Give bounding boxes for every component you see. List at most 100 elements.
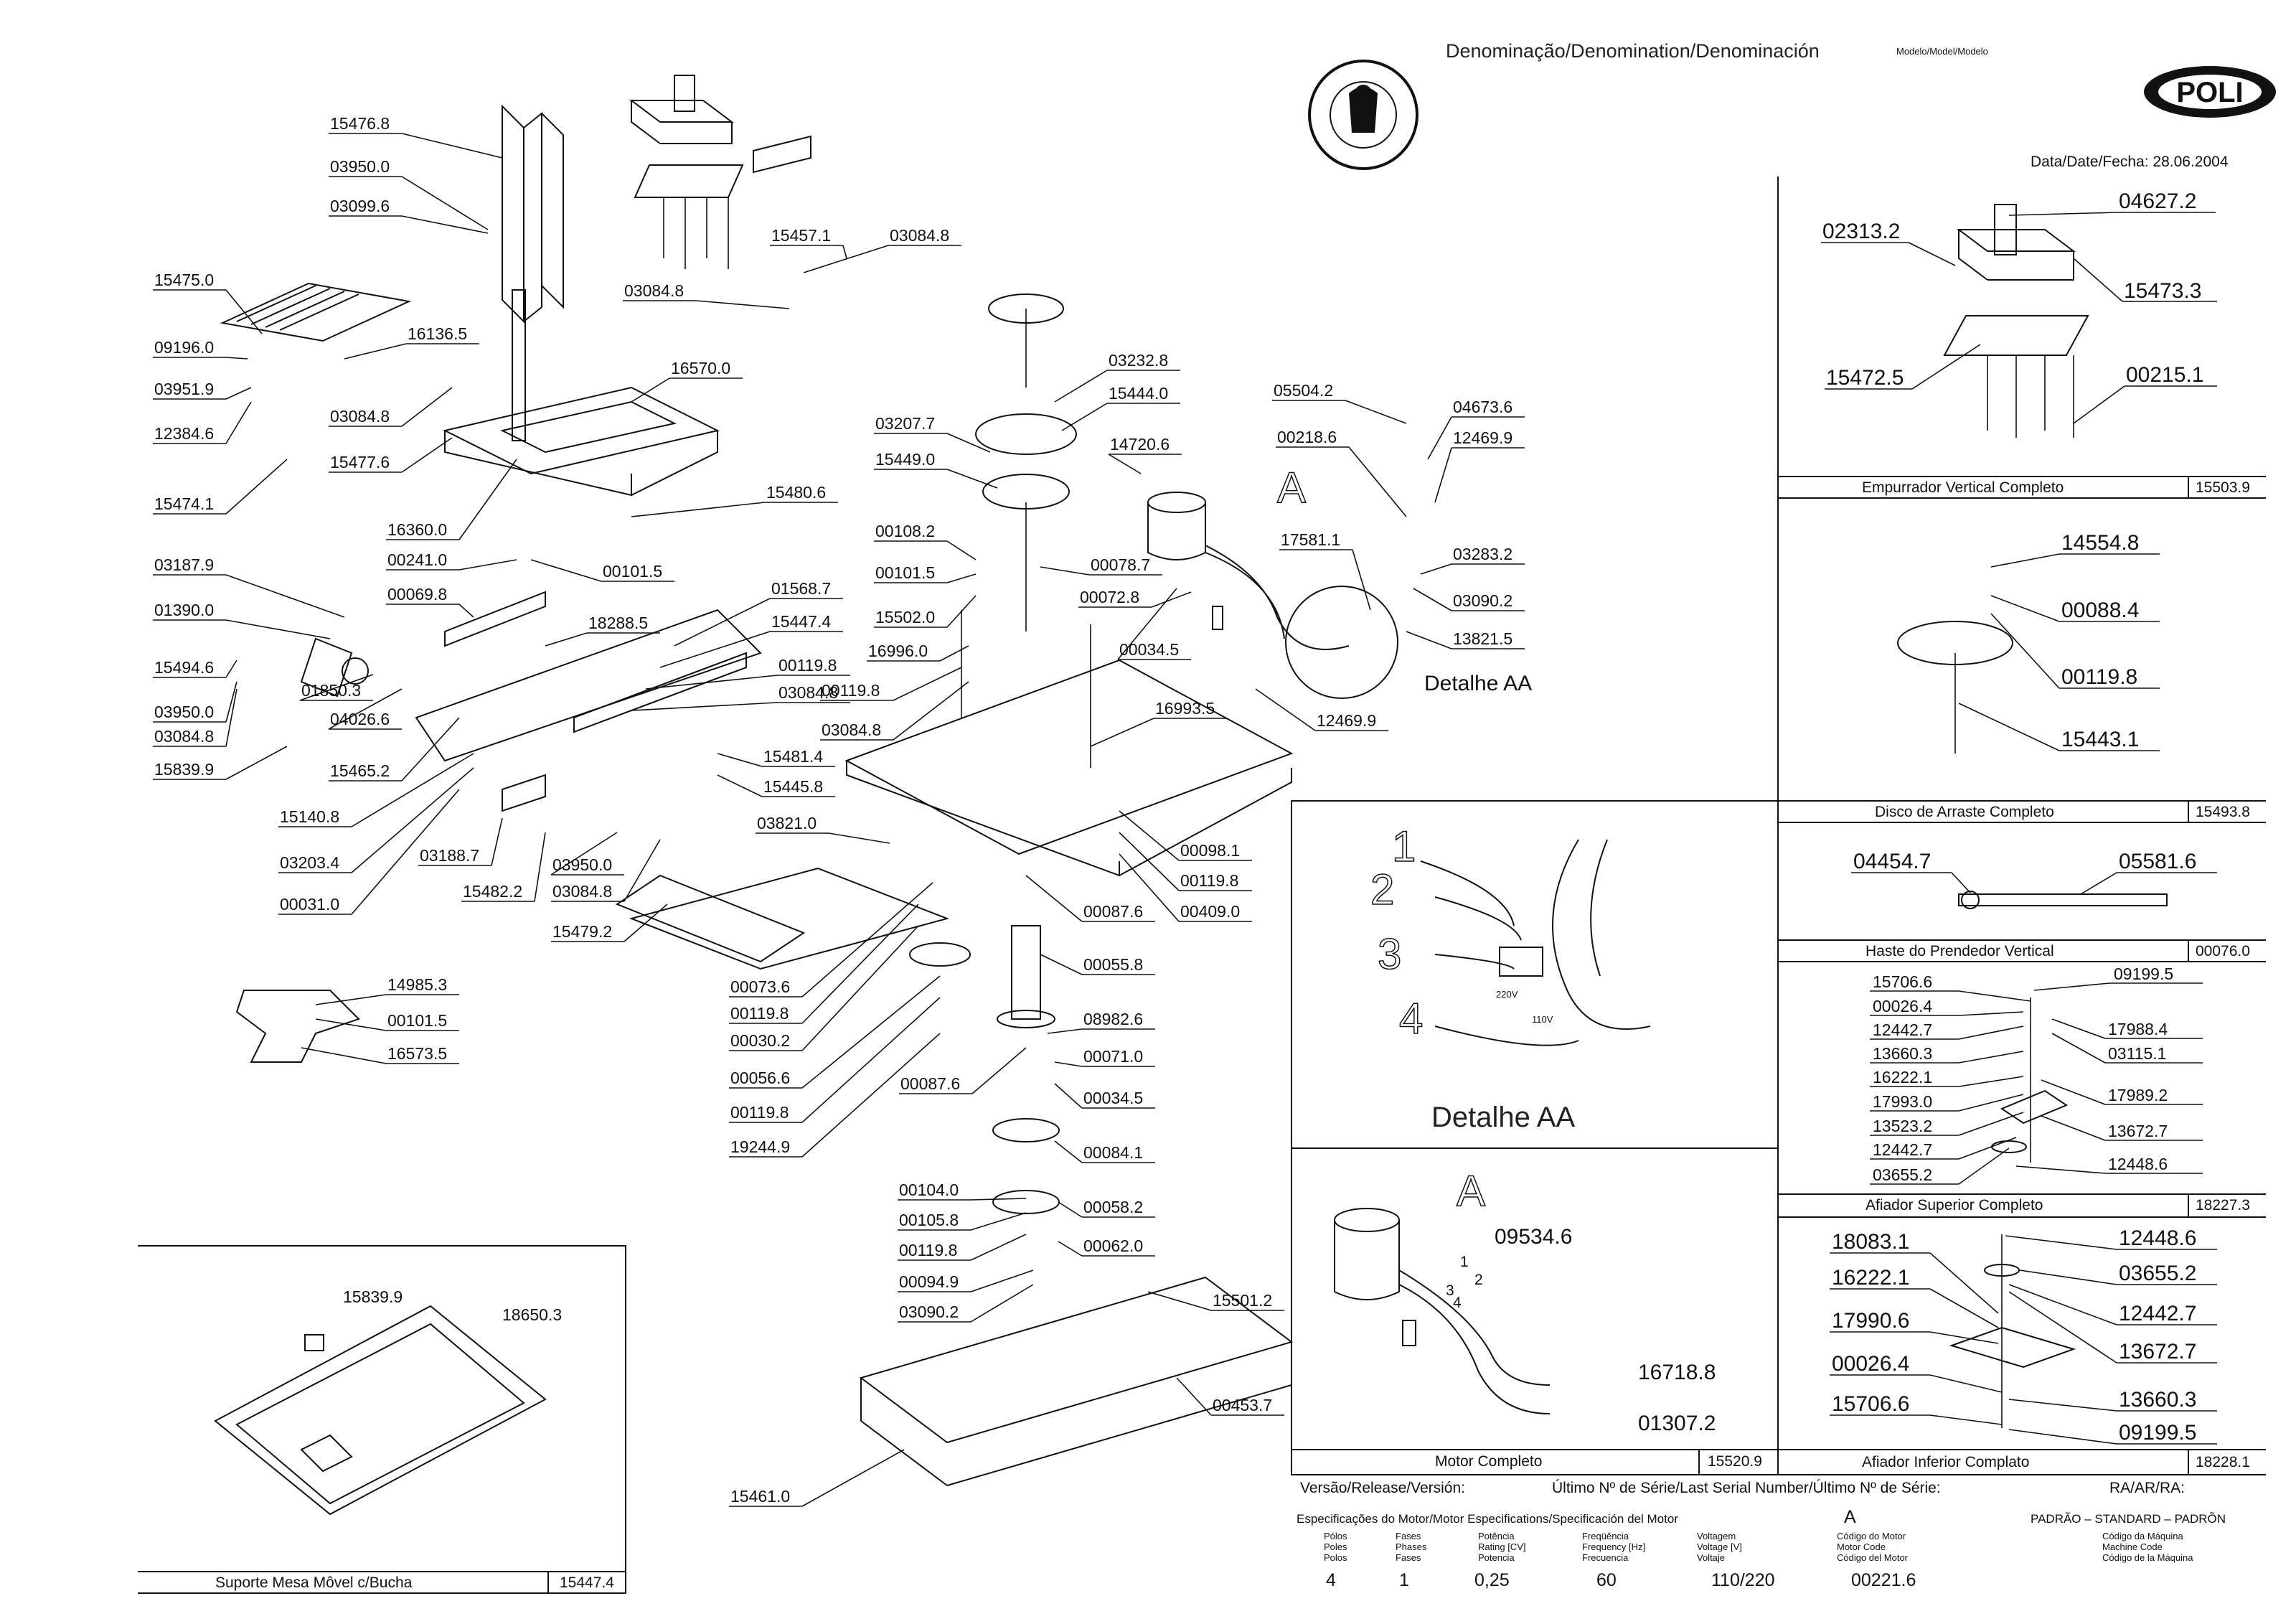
- denomination-title: Denominação/Denomination/Denominación: [1446, 40, 1820, 62]
- panel-1-code: 15503.9: [2196, 479, 2250, 496]
- leader-line: [1413, 588, 1452, 611]
- part-callout: 00034.5: [1054, 1083, 1155, 1109]
- svg-text:17990.6: 17990.6: [1832, 1309, 1909, 1333]
- svg-text:A: A: [1457, 1167, 1485, 1215]
- leader-line: [401, 176, 489, 230]
- leader-line: [458, 559, 517, 571]
- svg-text:A: A: [1277, 464, 1306, 512]
- svg-text:13672.7: 13672.7: [2119, 1340, 2196, 1363]
- part-number-label: 00072.8: [1080, 588, 1139, 606]
- leader-line: [351, 789, 460, 915]
- leader-line: [1420, 563, 1452, 575]
- svg-text:13523.2: 13523.2: [1873, 1117, 1932, 1135]
- part-number-label: 00104.0: [899, 1181, 959, 1199]
- part-callout: 03203.4: [278, 767, 474, 873]
- standard-label: PADRÃO – STANDARD – PADRÕN: [2031, 1512, 2226, 1526]
- part-callout: 00031.0: [278, 789, 460, 915]
- spec-column-head: Rating [CV]: [1478, 1541, 1525, 1552]
- leader-line: [344, 343, 407, 360]
- part-number-label: 18288.5: [588, 614, 648, 632]
- leader-line: [225, 459, 288, 515]
- part-number-label: 03084.8: [778, 683, 838, 702]
- poli-logo: POLI: [2144, 66, 2276, 118]
- part-callout: 15445.8: [717, 774, 835, 797]
- svg-text:16718.8: 16718.8: [1638, 1361, 1716, 1384]
- part-number-label: 15501.2: [1213, 1291, 1272, 1310]
- part-number-label: 08982.6: [1083, 1010, 1143, 1028]
- spec-column-head: Voltage [V]: [1697, 1541, 1742, 1552]
- spec-column-head: Voltagem: [1697, 1531, 1736, 1541]
- part-number-label: 04673.6: [1453, 398, 1512, 416]
- spec-column-head: Código da Máquina: [2102, 1531, 2184, 1541]
- leader-line: [315, 1018, 387, 1031]
- part-number-label: 03084.8: [552, 882, 612, 901]
- part-callout: 08982.6: [1047, 1010, 1155, 1034]
- part-callout: 18288.5: [545, 614, 660, 647]
- part-callout: 00073.6: [729, 882, 933, 998]
- leader-line: [1047, 1028, 1083, 1034]
- part-number-label: 00105.8: [899, 1211, 959, 1229]
- leader-line: [401, 717, 460, 782]
- leader-line: [351, 753, 474, 827]
- spec-column-head: Código de la Máquina: [2102, 1552, 2193, 1563]
- part-callout: 00119.8: [820, 667, 962, 701]
- part-number-label: 15465.2: [330, 761, 390, 780]
- leader-line: [1054, 1083, 1083, 1109]
- svg-text:00119.8: 00119.8: [2061, 665, 2137, 689]
- part-callout: 15477.6: [329, 437, 453, 473]
- part-callout: 12469.9: [1434, 428, 1525, 503]
- leader-line: [970, 1212, 1027, 1231]
- panel-1-title: Empurrador Vertical Completo: [1862, 479, 2064, 496]
- spec-column-head: Potencia: [1478, 1552, 1515, 1563]
- part-callout: 00078.7: [1040, 555, 1162, 576]
- part-number-label: 15479.2: [552, 922, 612, 941]
- part-callout: 03084.8: [551, 839, 661, 902]
- svg-text:03115.1: 03115.1: [2108, 1044, 2166, 1063]
- svg-text:00215.1: 00215.1: [2126, 363, 2203, 387]
- part-callout: 03951.9: [153, 380, 252, 400]
- part-number-label: 03951.9: [154, 380, 214, 398]
- spec-value: 60: [1596, 1570, 1617, 1590]
- part-callout: 15444.0: [1061, 384, 1180, 431]
- leader-line: [1025, 875, 1083, 922]
- part-number-label: 17581.1: [1281, 530, 1340, 549]
- leader-line: [1151, 591, 1192, 608]
- detail-aa-callout-label: Detalhe AA: [1424, 672, 1532, 695]
- part-callout: 00069.8: [386, 585, 474, 618]
- panel-5-code: 18228.1: [2196, 1454, 2250, 1470]
- part-number-label: 03283.2: [1453, 545, 1512, 563]
- leader-line: [1040, 954, 1083, 975]
- motor-box-drawing: A 1 2 3 4 09534.6 16718.8 01307.2 Motor …: [1334, 1166, 1762, 1470]
- part-callout: 03950.0: [329, 157, 489, 230]
- svg-text:13660.3: 13660.3: [2119, 1388, 2196, 1412]
- leader-line: [1054, 1061, 1083, 1067]
- part-callout: 03084.8: [623, 281, 790, 309]
- leader-line: [893, 681, 969, 741]
- svg-text:04454.7: 04454.7: [1853, 850, 1931, 873]
- part-callout: 00087.6: [899, 1047, 1027, 1094]
- leader-line: [631, 502, 766, 517]
- part-number-label: 00062.0: [1083, 1236, 1143, 1255]
- leader-line: [458, 604, 474, 618]
- svg-text:18650.3: 18650.3: [502, 1305, 562, 1324]
- svg-text:2: 2: [1370, 865, 1394, 914]
- leader-line: [842, 245, 847, 259]
- panel-2-title: Disco de Arraste Completo: [1875, 804, 2054, 820]
- part-number-label: 00098.1: [1180, 841, 1240, 860]
- leader-line: [803, 245, 889, 273]
- leader-line: [315, 994, 387, 1005]
- part-number-label: 03203.4: [280, 853, 339, 872]
- part-callout: 00058.2: [1058, 1198, 1155, 1218]
- suporte-box-code: 15447.4: [560, 1574, 614, 1591]
- part-callout: 15479.2: [551, 903, 668, 942]
- part-callout: 03207.7: [874, 414, 991, 453]
- leader-line: [1061, 403, 1108, 431]
- detail-aa-callout: A Detalhe AA: [1276, 463, 1532, 699]
- part-number-label: 03084.8: [154, 727, 214, 746]
- part-callout: 00034.5: [1117, 588, 1191, 660]
- part-callout: 14720.6: [1108, 435, 1182, 474]
- leader-line: [1406, 631, 1452, 649]
- leader-line: [1147, 1291, 1212, 1311]
- part-callout: 03084.8: [803, 226, 961, 273]
